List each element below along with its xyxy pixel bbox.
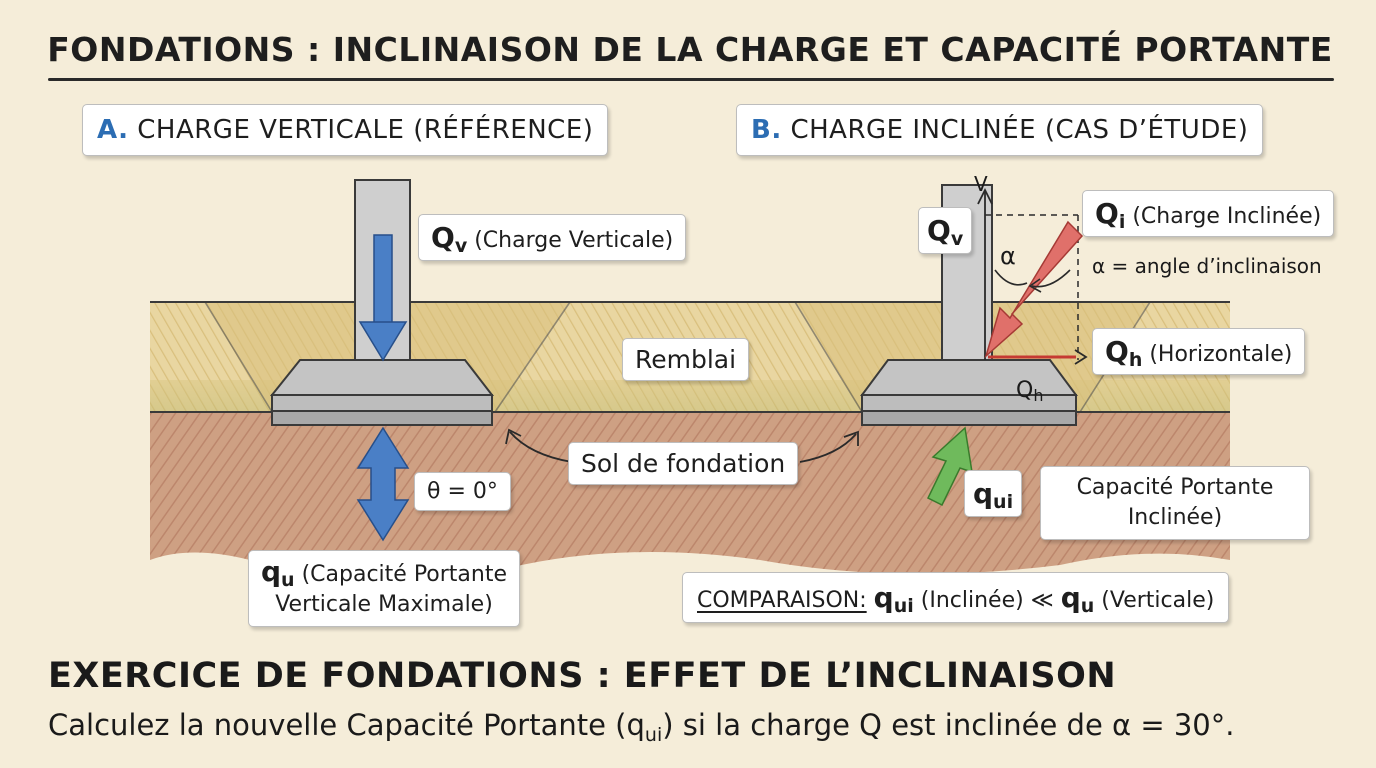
qui-description: Capacité Portante Inclinée): [1040, 466, 1310, 540]
page-title: FONDATIONS : INCLINAISON DE LA CHARGE ET…: [47, 30, 1333, 69]
section-a-heading: A. CHARGE VERTICALE (RÉFÉRENCE): [82, 104, 609, 156]
comparison-box: COMPARAISON: qui (Inclinée) ≪ qu (Vertic…: [682, 572, 1230, 623]
comparison-key: COMPARAISON:: [697, 588, 867, 613]
qui-label: qui: [964, 470, 1023, 517]
sol-de-fondation-label: Sol de fondation: [568, 442, 799, 485]
qh-label: Qh (Horizontale): [1092, 328, 1306, 375]
sol-pointer-right: [799, 433, 857, 463]
sol-pointer-left: [509, 431, 573, 463]
title-underline: [48, 78, 1334, 81]
section-a-letter: A.: [97, 115, 129, 145]
alpha-definition: α = angle d’inclinaison: [1092, 254, 1322, 278]
v-axis-label: V: [974, 172, 988, 196]
alpha-arc: [994, 269, 1028, 286]
qv-description: (Charge Verticale): [474, 228, 674, 253]
qv-label-b: Qv: [918, 207, 973, 254]
section-b-heading: B. CHARGE INCLINÉE (CAS D’ÉTUDE): [736, 104, 1264, 156]
qv-label-a: Qv (Charge Verticale): [418, 214, 687, 261]
section-b-letter: B.: [751, 115, 782, 145]
section-a-title: CHARGE VERTICALE (RÉFÉRENCE): [137, 115, 594, 145]
exercise-title: EXERCICE DE FONDATIONS : EFFET DE L’INCL…: [48, 656, 1117, 696]
exercise-question: Calculez la nouvelle Capacité Portante (…: [48, 708, 1235, 746]
bearing-capacity-arrow-a: [356, 426, 410, 542]
qi-label: Qi (Charge Inclinée): [1082, 190, 1335, 237]
remblai-label: Remblai: [622, 338, 750, 381]
vertical-load-arrow-a: [358, 234, 408, 362]
theta-label: θ = 0°: [414, 472, 511, 511]
qh-small-label: Qh: [1016, 378, 1044, 405]
section-b-title: CHARGE INCLINÉE (CAS D’ÉTUDE): [790, 115, 1249, 145]
qu-label: qu (Capacité Portante Verticale Maximale…: [248, 550, 521, 627]
alpha-symbol: α: [1000, 242, 1016, 270]
